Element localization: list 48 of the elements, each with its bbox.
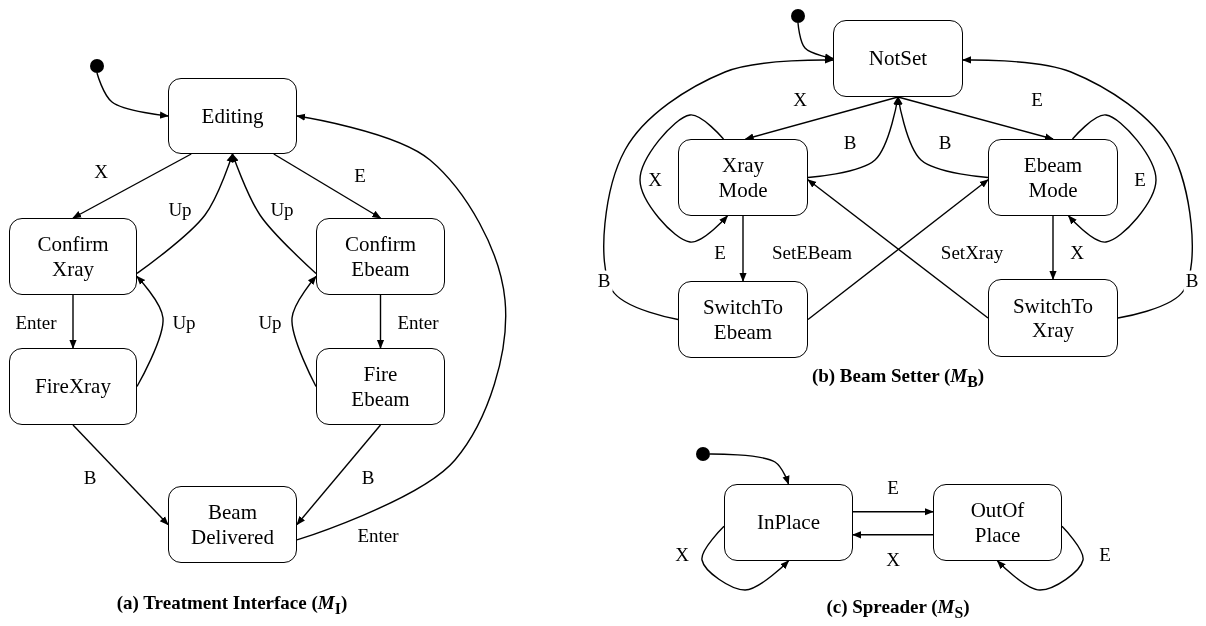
transition-arrow [603,56,834,321]
transition-arrow [962,56,1193,319]
transition-arrow [739,215,747,282]
state-box: Editing [168,78,297,154]
state-box: Ebeam Mode [988,139,1118,216]
state-box: SwitchTo Ebeam [678,281,808,358]
caption: (b) Beam Setter (M$_{B}$) [811,365,985,391]
transition-arrow [273,153,382,219]
transition-arrow [1067,114,1157,243]
transition-arrow [639,114,729,243]
transition-arrow [1049,215,1057,280]
transition-arrow [852,531,934,539]
transition-arrow [296,424,382,526]
initial-state-dot [696,447,710,461]
transition-arrow [136,153,234,275]
state-box: InPlace [724,484,853,561]
initial-state-dot [791,9,805,23]
transition-arrow [701,525,790,591]
state-box: Xray Mode [678,139,808,216]
transition-arrow [291,275,317,388]
transition-arrow [996,525,1084,591]
state-box: FireXray [9,348,137,425]
transition-arrow [69,294,77,349]
edge-label: B [1183,270,1201,292]
transition-arrow [72,424,169,526]
transition-arrow [709,453,790,485]
edge-label: B [595,270,613,292]
caption: (a) Treatment Interface (M$_{I}$) [116,592,348,618]
transition-arrow [897,96,1054,141]
state-box: Confirm Ebeam [316,218,445,295]
state-box: NotSet [833,20,963,97]
transition-arrow [895,96,989,179]
transition-arrow [136,275,164,388]
transition-arrow [72,153,192,219]
transition-arrow [296,113,507,541]
transition-arrow [231,153,317,275]
transition-arrow [797,22,834,61]
state-box: SwitchTo Xray [988,279,1118,357]
transition-arrow [96,72,169,119]
transition-arrow [376,294,385,349]
state-box: Beam Delivered [168,486,297,563]
state-box: Confirm Xray [9,218,137,295]
initial-state-dot [90,59,104,73]
transition-arrow [744,96,899,141]
transition-arrow [852,508,934,516]
caption: (c) Spreader (M$_{S}$) [826,596,970,622]
state-box: OutOf Place [933,484,1062,561]
state-box: Fire Ebeam [316,348,445,425]
